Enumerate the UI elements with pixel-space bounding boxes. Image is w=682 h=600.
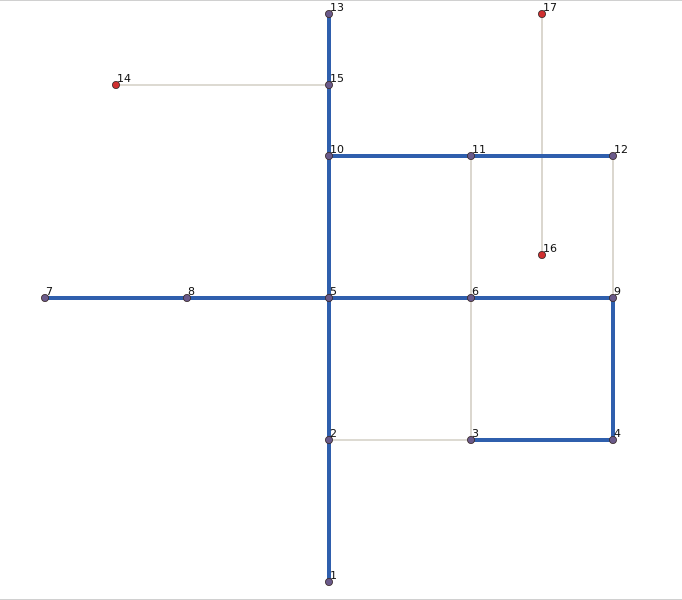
node-1[interactable] xyxy=(324,578,333,587)
node-10[interactable] xyxy=(324,151,333,160)
node-label-1: 1 xyxy=(330,569,337,582)
node-9[interactable] xyxy=(609,293,618,302)
node-label-17: 17 xyxy=(543,1,557,14)
node-label-12: 12 xyxy=(614,143,628,156)
node-label-10: 10 xyxy=(330,143,344,156)
node-7[interactable] xyxy=(41,293,50,302)
node-12[interactable] xyxy=(609,151,618,160)
node-label-3: 3 xyxy=(472,427,479,440)
node-3[interactable] xyxy=(466,435,475,444)
node-label-9: 9 xyxy=(614,285,621,298)
node-8[interactable] xyxy=(182,293,191,302)
node-label-7: 7 xyxy=(46,285,53,298)
node-11[interactable] xyxy=(466,151,475,160)
node-13[interactable] xyxy=(324,9,333,18)
node-label-16: 16 xyxy=(543,242,557,255)
edges-layer xyxy=(45,14,615,582)
node-4[interactable] xyxy=(609,435,618,444)
node-2[interactable] xyxy=(324,435,333,444)
node-label-2: 2 xyxy=(330,427,337,440)
node-14[interactable] xyxy=(112,81,121,90)
node-label-13: 13 xyxy=(330,1,344,14)
node-label-5: 5 xyxy=(330,285,337,298)
node-17[interactable] xyxy=(538,9,547,18)
node-16[interactable] xyxy=(538,250,547,259)
node-label-6: 6 xyxy=(472,285,479,298)
node-label-8: 8 xyxy=(188,285,195,298)
node-label-4: 4 xyxy=(614,427,621,440)
node-label-11: 11 xyxy=(472,143,486,156)
node-label-14: 14 xyxy=(117,72,131,85)
node-label-15: 15 xyxy=(330,72,344,85)
node-6[interactable] xyxy=(466,293,475,302)
nodes-layer xyxy=(41,9,618,587)
node-5[interactable] xyxy=(324,293,333,302)
node-15[interactable] xyxy=(324,81,333,90)
